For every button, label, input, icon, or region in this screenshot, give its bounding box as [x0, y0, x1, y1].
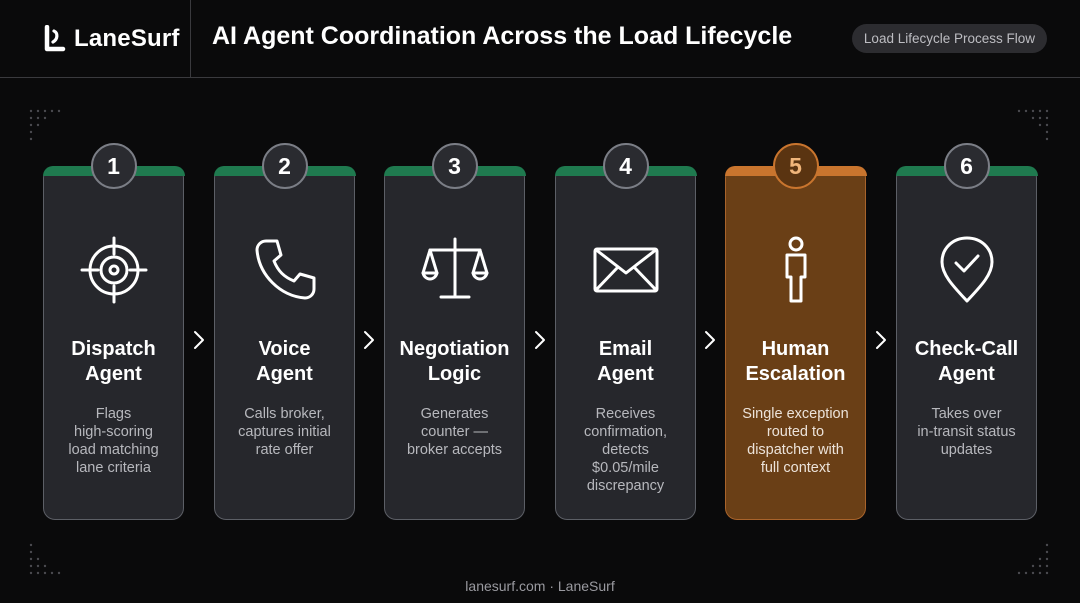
- step-number-badge: 5: [772, 143, 819, 189]
- page-title: AI Agent Coordination Across the Load Li…: [212, 22, 793, 50]
- chevron-right-icon: [535, 331, 545, 349]
- dot-grid-bottom-right: [1017, 543, 1049, 575]
- phone-icon: [255, 239, 315, 300]
- target-crosshair-icon: [80, 236, 147, 304]
- step-number-badge: 3: [431, 143, 478, 189]
- balance-scale-icon: [421, 237, 488, 299]
- brand[interactable]: LaneSurf: [42, 22, 180, 56]
- chevron-right-icon: [876, 331, 886, 349]
- brand-name: LaneSurf: [74, 25, 180, 52]
- header-divider: [190, 0, 191, 78]
- dot-grid-top-left: [29, 109, 61, 141]
- envelope-icon: [593, 247, 658, 293]
- step-number-badge: 2: [261, 143, 308, 189]
- chevron-right-icon: [194, 331, 204, 349]
- step-number-badge: 1: [90, 143, 137, 189]
- location-check-icon: [940, 236, 993, 303]
- chevron-right-icon: [705, 331, 715, 349]
- dot-grid-bottom-left: [29, 543, 61, 575]
- person-icon: [785, 236, 806, 303]
- header-bar: LaneSurf AI Agent Coordination Across th…: [0, 0, 1080, 78]
- step-number-badge: 4: [602, 143, 649, 189]
- lanesurf-logo-icon: [44, 25, 66, 52]
- dot-grid-top-right: [1017, 109, 1049, 141]
- chevron-right-icon: [364, 331, 374, 349]
- section-pill: Load Lifecycle Process Flow: [851, 24, 1047, 53]
- footer-text: lanesurf.com · LaneSurf: [465, 578, 615, 594]
- step-number-badge: 6: [943, 143, 990, 189]
